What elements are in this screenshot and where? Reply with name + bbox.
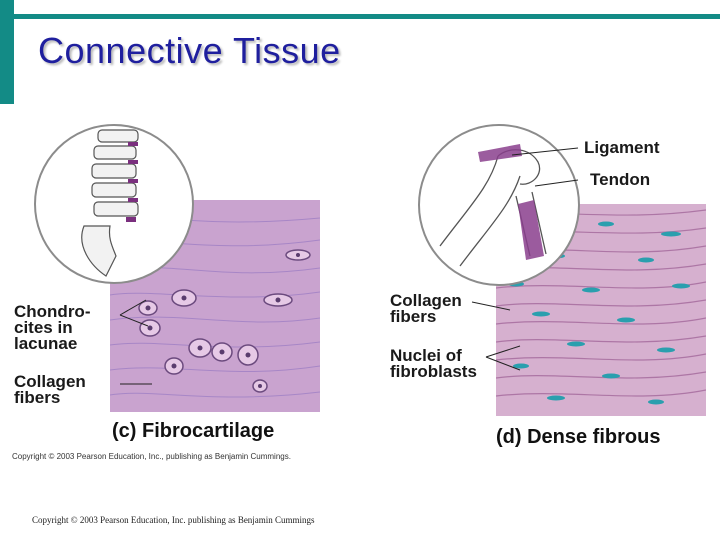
label-collagen-fibers-d: Collagen fibers xyxy=(390,291,462,326)
label-chondrocytes: Chondro- cites in lacunae xyxy=(14,302,91,353)
caption-dense-fibrous: (d) Dense fibrous xyxy=(496,426,661,448)
accent-bar-top xyxy=(14,14,720,19)
credit-panel-c: Copyright © 2003 Pearson Education, Inc.… xyxy=(12,452,291,461)
label-collagen-fibers-c: Collagen fibers xyxy=(14,372,86,407)
label-ligament: Ligament xyxy=(584,138,660,157)
slide-title: Connective Tissue xyxy=(38,30,341,71)
caption-fibrocartilage: (c) Fibrocartilage xyxy=(112,420,275,442)
label-nuclei-fibroblasts: Nuclei of fibroblasts xyxy=(390,346,477,381)
knee-joint-inset xyxy=(418,124,580,286)
spine-inset xyxy=(34,124,194,284)
accent-bar-left xyxy=(0,0,14,104)
label-tendon: Tendon xyxy=(590,170,651,189)
copyright-footer: Copyright © 2003 Pearson Education, Inc.… xyxy=(32,515,315,525)
